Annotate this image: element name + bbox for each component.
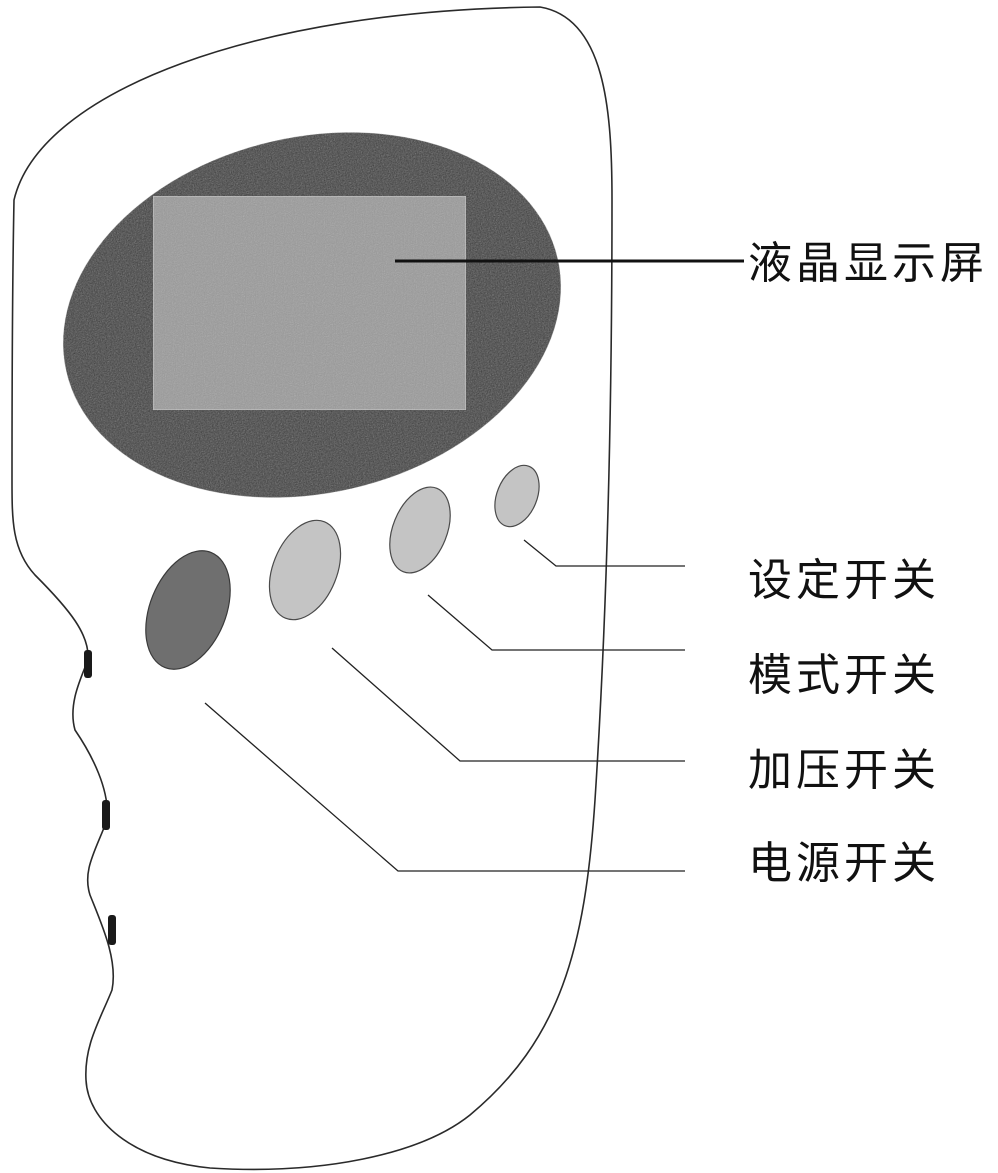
label-mode-switch: 模式开关 [748,650,940,701]
power-switch-button[interactable] [130,538,247,681]
mode-switch-button[interactable] [378,478,462,582]
label-lcd-screen: 液晶显示屏 [748,238,988,289]
label-power-switch: 电源开关 [748,838,940,889]
leader-line-mode [427,594,685,651]
leader-line-power [204,702,685,872]
set-switch-button[interactable] [486,459,547,533]
side-nub-2 [102,800,110,830]
pressurize-switch-button[interactable] [256,510,354,630]
label-set-switch: 设定开关 [748,555,940,606]
leader-line-set [523,539,685,567]
side-nub-3 [108,915,116,945]
label-pressurize-switch: 加压开关 [748,745,940,796]
lcd-panel [152,195,467,411]
side-nub-1 [84,650,92,678]
leader-line-pressurize [331,647,685,762]
